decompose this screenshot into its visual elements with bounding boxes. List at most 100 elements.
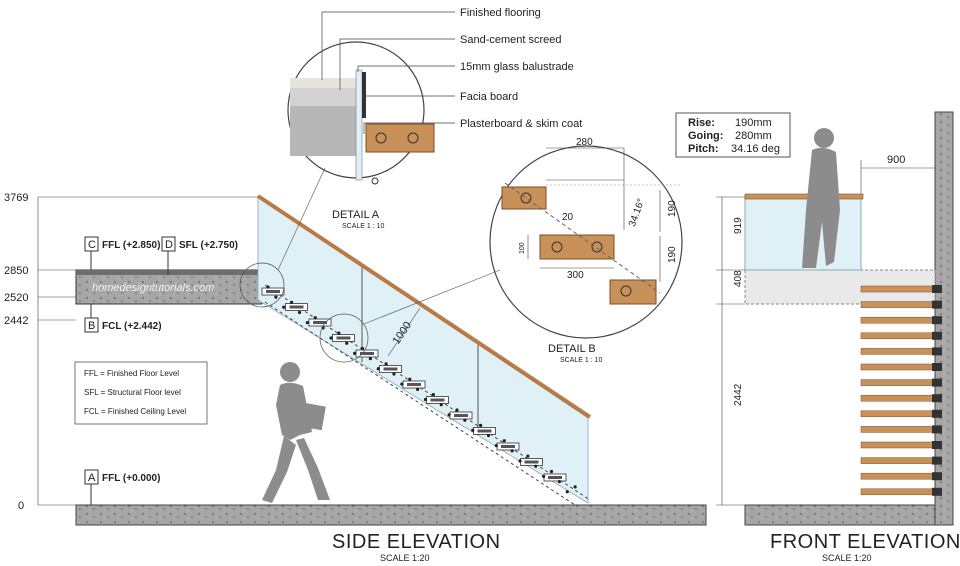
front-elevation-scale: SCALE 1:20 (822, 553, 872, 563)
fixing-dot (297, 310, 302, 315)
person-figure-walking (262, 362, 330, 503)
tread-fixing (524, 460, 539, 464)
svg-text:Rise:: Rise: (688, 117, 715, 129)
front-tread (860, 301, 936, 308)
fixing-dot (337, 331, 341, 335)
fixing-dot (408, 377, 412, 381)
tread-fixing (289, 305, 304, 309)
fixing-dots (266, 285, 577, 494)
detail-a-marker (239, 262, 285, 308)
svg-text:FFL (+2.850): FFL (+2.850) (102, 240, 160, 251)
svg-text:190mm: 190mm (735, 117, 772, 129)
fixing-dot (353, 351, 357, 355)
svg-text:SCALE 1 : 10: SCALE 1 : 10 (560, 357, 603, 364)
front-tread (860, 332, 936, 340)
svg-text:B: B (88, 320, 95, 332)
fixing-dot (329, 336, 333, 340)
level-marker-c: C FFL (+2.850) (84, 236, 160, 270)
callout-glass-balustrade: 15mm glass balustrade (460, 61, 574, 73)
svg-text:190: 190 (667, 200, 678, 217)
fixing-dot (282, 305, 286, 309)
front-tread (860, 426, 936, 433)
detail-a-link (277, 167, 326, 271)
handrail (256, 194, 592, 419)
fixing-dot (486, 433, 491, 438)
front-tread (860, 394, 936, 402)
spec-box: Rise: 190mm Going: 280mm Pitch: 34.16 de… (675, 112, 791, 158)
side-elevation-scale: SCALE 1:20 (380, 553, 430, 563)
front-tread-bracket (932, 331, 942, 340)
front-tread-bracket (932, 409, 942, 418)
fixing-dot (392, 372, 396, 376)
front-tread-bracket (932, 487, 942, 496)
fixing-dot (565, 490, 569, 494)
fixing-dot (431, 393, 435, 397)
svg-text:C: C (88, 239, 96, 251)
level-marker-b: B FCL (+2.442) (84, 304, 162, 333)
front-dim-width: 900 (887, 154, 905, 166)
tread-fixing (313, 321, 327, 324)
front-tread-bracket (932, 347, 942, 356)
fixing-dot (447, 413, 451, 417)
detail-b: 280 34.16° 190 190 20 100 300 DETAIL B S… (489, 137, 683, 364)
detail-a: DETAIL A SCALE 1 : 10 (287, 41, 435, 230)
fixing-dot (305, 321, 309, 325)
svg-text:SFL (+2.750): SFL (+2.750) (179, 240, 238, 251)
front-elevation-title: FRONT ELEVATION (770, 531, 960, 553)
tread-fixing (266, 290, 280, 293)
svg-text:FCL (+2.442): FCL (+2.442) (102, 321, 162, 332)
fixing-dot (376, 367, 380, 371)
level-label: 3769 (4, 192, 28, 204)
front-tread-bracket (932, 394, 942, 403)
tread-fixing (383, 367, 398, 371)
fixing-dot (534, 464, 538, 468)
svg-text:DETAIL B: DETAIL B (548, 343, 596, 355)
fixing-dot (557, 480, 561, 484)
tread-fixing (454, 414, 468, 417)
fixing-dot (274, 295, 278, 299)
callout-screed: Sand-cement screed (460, 34, 562, 46)
front-tread (860, 410, 936, 418)
front-tread-bracket (932, 316, 942, 325)
fixing-dot (542, 474, 546, 478)
front-treads (860, 285, 942, 496)
fixing-dot (463, 418, 467, 422)
front-tread (860, 316, 936, 324)
front-tread-bracket (932, 300, 942, 309)
svg-text:SCALE 1 : 10: SCALE 1 : 10 (342, 223, 385, 230)
fixing-dot (345, 341, 349, 345)
tread-fixing (360, 352, 374, 355)
front-handrail (744, 193, 864, 200)
stringer-line (264, 301, 576, 506)
fixing-dot (360, 346, 365, 351)
person-figure-standing (802, 128, 840, 268)
stair-treads (261, 287, 567, 482)
level-dimension-lines (37, 196, 258, 506)
front-tread (860, 441, 936, 449)
ground-slab (75, 504, 707, 526)
level-marker-d: D SFL (+2.750) (161, 236, 238, 275)
front-tread-bracket (932, 472, 942, 481)
front-tread (860, 363, 936, 371)
level-label: 2520 (4, 292, 28, 304)
front-tread (860, 488, 936, 496)
front-ground-slab (744, 504, 936, 526)
tread-fixing (477, 429, 492, 433)
tread-fixing (501, 445, 515, 448)
front-tread (860, 285, 936, 293)
svg-text:FCL = Finished Ceiling Level: FCL = Finished Ceiling Level (84, 407, 186, 416)
svg-text:100: 100 (519, 242, 526, 254)
svg-text:FFL (+0.000): FFL (+0.000) (102, 473, 160, 484)
fixing-dot (368, 357, 372, 361)
fixing-dot (455, 408, 459, 412)
fixing-dot (416, 387, 420, 391)
abbreviation-legend: FFL = Finished Floor Level SFL = Structu… (74, 361, 208, 425)
front-tread-bracket (932, 425, 942, 434)
fixing-dot (510, 449, 514, 453)
front-dim-ceiling: 2442 (733, 383, 744, 406)
svg-text:A: A (88, 472, 96, 484)
front-tread-bracket (932, 363, 942, 371)
svg-text:280mm: 280mm (735, 130, 772, 142)
level-marker-a: A FFL (+0.000) (84, 469, 160, 505)
